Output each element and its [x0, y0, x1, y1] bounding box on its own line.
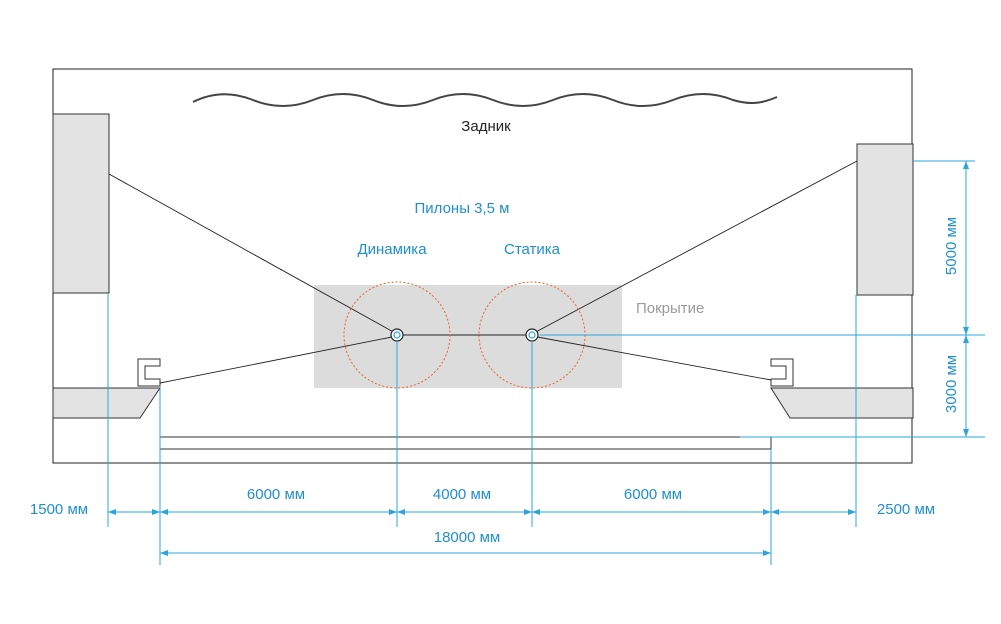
statics-label: Статика — [504, 241, 561, 258]
pylons-label: Пилоны 3,5 м — [415, 200, 510, 217]
wire — [531, 160, 858, 335]
statics-pylon-icon — [525, 328, 539, 342]
dim-vertical-bottom: 3000 мм — [943, 355, 960, 413]
coverage-area — [314, 285, 622, 388]
dim-seg2: 4000 мм — [433, 486, 491, 503]
dim-arrows-total — [160, 550, 771, 556]
dim-right-offset: 2500 мм — [877, 501, 935, 518]
dynamics-label: Динамика — [357, 241, 427, 258]
left-line-array — [52, 113, 110, 294]
stage-edge — [159, 436, 772, 450]
dim-arrows-vertical — [963, 161, 969, 437]
left-bracket — [137, 358, 161, 387]
dim-left-offset: 1500 мм — [30, 501, 88, 518]
dynamics-coverage-circle — [343, 281, 451, 389]
left-sub — [52, 387, 161, 419]
dim-seg3: 6000 мм — [624, 486, 682, 503]
dim-total: 18000 мм — [434, 529, 501, 546]
backdrop-curtain — [192, 93, 778, 107]
wire — [108, 173, 398, 335]
right-bracket — [770, 358, 794, 387]
coverage-label: Покрытие — [636, 300, 704, 317]
wire — [531, 335, 772, 381]
dim-vertical-top: 5000 мм — [943, 217, 960, 275]
dim-arrows-row1 — [108, 509, 856, 515]
dim-seg1: 6000 мм — [247, 486, 305, 503]
backdrop-label: Задник — [461, 118, 511, 135]
wire — [159, 335, 398, 384]
dynamics-pylon-icon — [390, 328, 404, 342]
right-sub — [770, 387, 914, 419]
right-line-array — [856, 143, 914, 296]
